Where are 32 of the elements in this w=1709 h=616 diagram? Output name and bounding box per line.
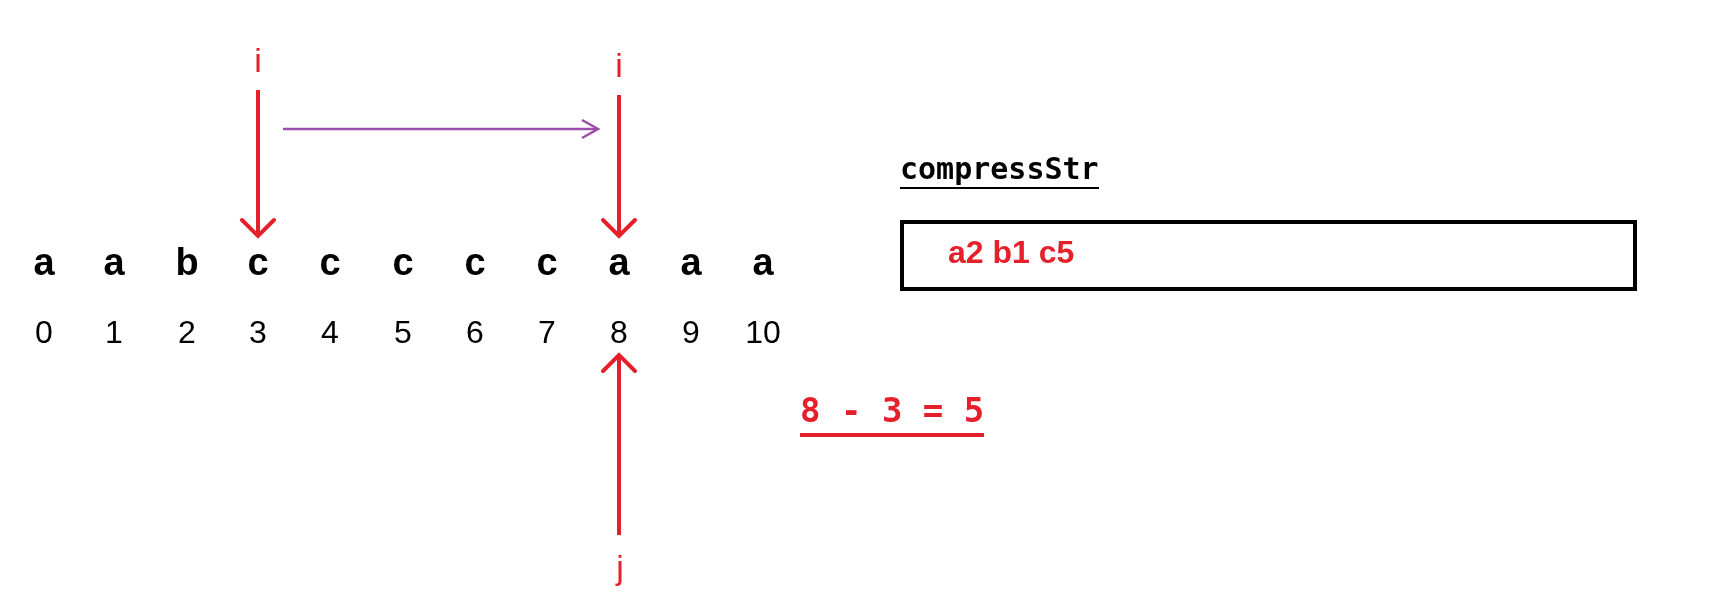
index-number: 1 — [96, 312, 132, 352]
string-character: a — [594, 239, 644, 285]
index-number: 10 — [736, 312, 790, 352]
string-character: c — [233, 239, 283, 285]
index-number: 7 — [529, 312, 565, 352]
pointer-label: j — [605, 543, 635, 591]
index-number: 5 — [385, 312, 421, 352]
string-character: c — [450, 239, 500, 285]
index-number: 4 — [312, 312, 348, 352]
pointer-arrow — [240, 90, 276, 238]
result-text: a2 b1 c5 — [948, 234, 1075, 271]
string-character: c — [305, 239, 355, 285]
variable-name: compressStr — [900, 152, 1099, 189]
pointer-label: i — [243, 38, 273, 82]
string-character: a — [666, 239, 716, 285]
string-character: c — [522, 239, 572, 285]
pointer-label: i — [604, 43, 634, 87]
index-number: 2 — [169, 312, 205, 352]
index-number: 3 — [240, 312, 276, 352]
index-number: 8 — [601, 312, 637, 352]
result-box — [900, 220, 1637, 291]
string-character: a — [19, 239, 69, 285]
string-character: a — [89, 239, 139, 285]
index-number: 9 — [673, 312, 709, 352]
index-number: 0 — [26, 312, 62, 352]
index-number: 6 — [457, 312, 493, 352]
string-character: c — [378, 239, 428, 285]
string-character: b — [162, 239, 212, 285]
string-character: a — [738, 239, 788, 285]
pointer-arrow — [601, 353, 637, 535]
pointer-arrow — [601, 95, 637, 238]
formula-text: 8 - 3 = 5 — [800, 392, 985, 438]
